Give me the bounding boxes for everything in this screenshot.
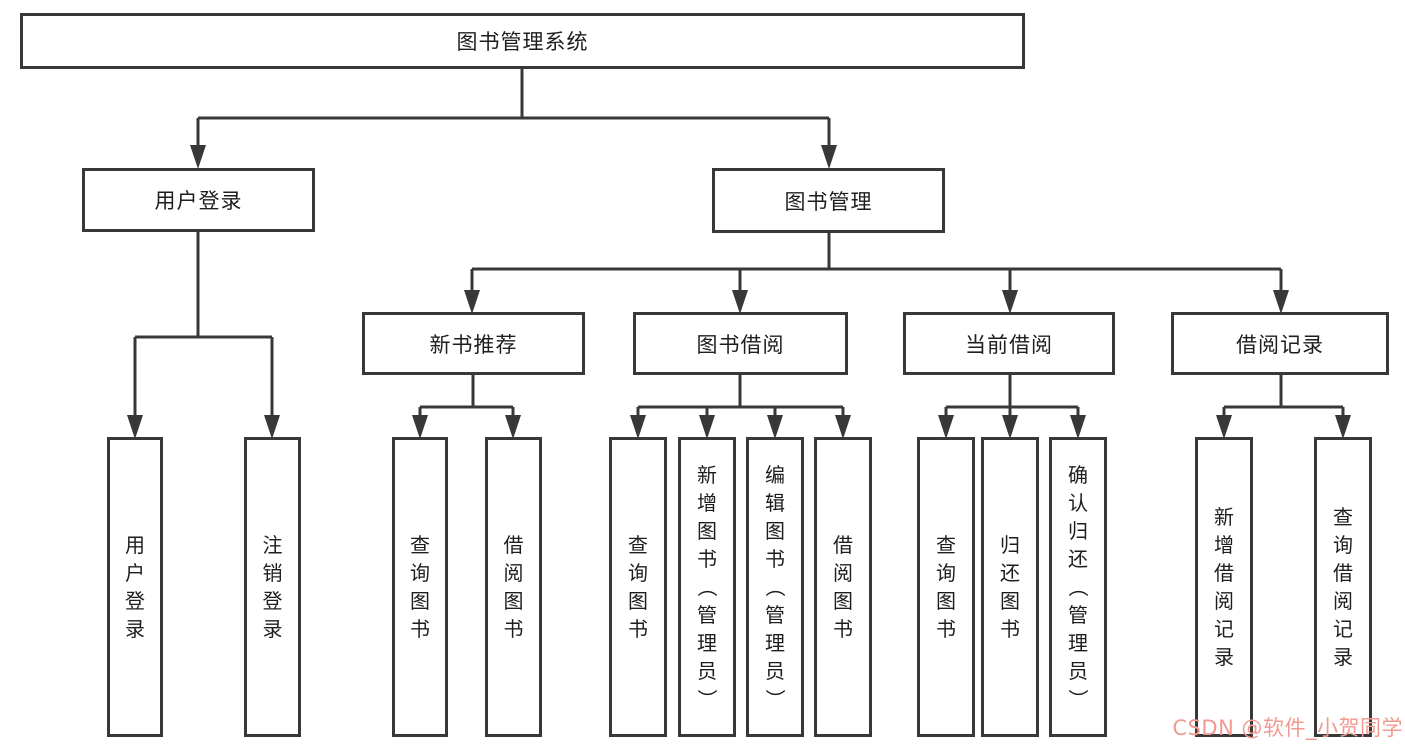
node-user-login: 用户登录 [82,168,315,232]
leaf-nbr-borrow-books: 借阅图书 [485,437,542,737]
leaf-user-login: 用户登录 [107,437,163,737]
leaf-br-query-record: 查询借阅记录 [1314,437,1372,737]
leaf-cb-confirm-return-admin: 确认归还（管理员） [1049,437,1107,737]
csdn-watermark: CSDN @软件_小贺同学 [1172,716,1403,740]
node-current-borrowing: 当前借阅 [903,312,1115,375]
leaf-nbr-query-books: 查询图书 [392,437,448,737]
arrowhead-group [127,145,1351,439]
node-new-book-recommend: 新书推荐 [362,312,585,375]
leaf-bb-edit-books-admin: 编辑图书（管理员） [746,437,804,737]
leaf-logout: 注销登录 [244,437,301,737]
node-book-borrowing: 图书借阅 [633,312,848,375]
leaf-bb-borrow-books: 借阅图书 [814,437,872,737]
node-book-management: 图书管理 [712,168,945,233]
leaf-bb-query-books: 查询图书 [609,437,667,737]
leaf-bb-add-books-admin: 新增图书（管理员） [678,437,736,737]
node-library-management-system: 图书管理系统 [20,13,1025,69]
leaf-cb-query-books: 查询图书 [917,437,975,737]
node-borrowing-records: 借阅记录 [1171,312,1389,375]
leaf-cb-return-books: 归还图书 [981,437,1039,737]
leaf-br-add-record: 新增借阅记录 [1195,437,1253,737]
